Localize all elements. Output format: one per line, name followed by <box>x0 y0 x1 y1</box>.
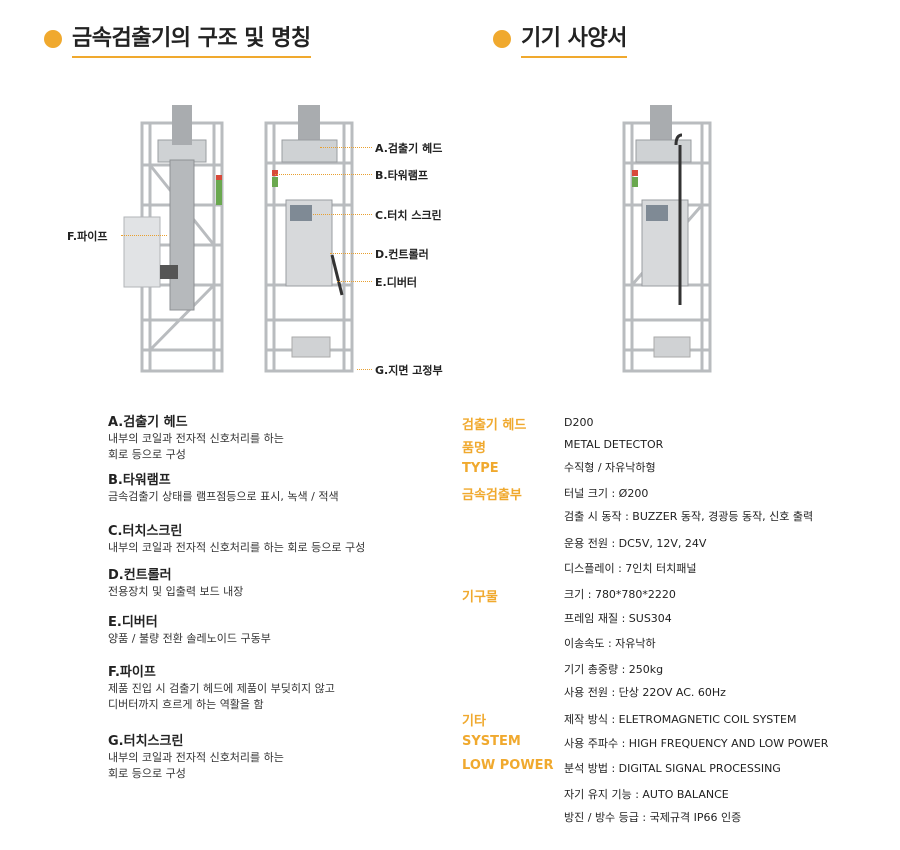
structure-section-header: 금속검출기의 구조 및 명칭 <box>44 20 311 58</box>
spec-value-display: 디스플레이 : 7인치 터치패널 <box>564 562 697 575</box>
part-title: E.디버터 <box>108 615 158 630</box>
part-item: E.디버터 양품 / 불량 전환 솔레노이드 구동부 <box>108 614 271 647</box>
spec-value-tunnel: 터널 크기 : Ø200 <box>564 487 649 500</box>
spec-label-low-power: LOW POWER <box>462 758 554 773</box>
part-desc: 제품 진입 시 검출기 헤드에 제품이 부딪히지 않고 <box>108 682 335 695</box>
spec-value-operating-power: 운용 전원 : DC5V, 12V, 24V <box>564 537 707 550</box>
callout-tower-lamp: B.타워램프 <box>275 167 428 183</box>
part-title: C.터치스크린 <box>108 524 183 539</box>
callout-line <box>330 253 372 254</box>
part-item: B.타워램프 금속검출기 상태를 램프점등으로 표시, 녹색 / 적색 <box>108 472 339 505</box>
part-desc: 금속검출기 상태를 램프점등으로 표시, 녹색 / 적색 <box>108 490 339 503</box>
part-item: D.컨트롤러 전용장치 및 입출력 보드 내장 <box>108 567 243 600</box>
spec-value-balance: 자기 유지 기능 : AUTO BALANCE <box>564 788 729 801</box>
spec-value-speed: 이송속도 : 자유낙하 <box>564 637 656 650</box>
spec-label-name: 품명 <box>462 441 486 456</box>
spec-value-method: 제작 방식 : ELETROMAGNETIC COIL SYSTEM <box>564 713 797 726</box>
spec-label-detector-section: 금속검출부 <box>462 488 522 503</box>
part-item: F.파이프 제품 진입 시 검출기 헤드에 제품이 부딪히지 않고 디버터까지 … <box>108 664 335 713</box>
callout-ground-mount: G.지면 고정부 <box>357 362 443 378</box>
structure-title: 금속검출기의 구조 및 명칭 <box>72 20 311 58</box>
part-desc: 회로 등으로 구성 <box>108 448 186 461</box>
part-title: B.타워램프 <box>108 473 171 488</box>
part-desc: 내부의 코일과 전자적 신호처리를 하는 <box>108 432 284 445</box>
spec-label-type: TYPE <box>462 461 499 476</box>
part-desc: 내부의 코일과 전자적 신호처리를 하는 <box>108 751 284 764</box>
part-item: C.터치스크린 내부의 코일과 전자적 신호처리를 하는 회로 등으로 구성 <box>108 523 365 556</box>
part-title: D.컨트롤러 <box>108 568 172 583</box>
part-item: G.터치스크린 내부의 코일과 전자적 신호처리를 하는 회로 등으로 구성 <box>108 733 284 782</box>
spec-label-system: SYSTEM <box>462 734 521 749</box>
spec-label-mechanism: 기구물 <box>462 590 498 605</box>
machine-side-view-image <box>123 105 224 373</box>
spec-label-head: 검출기 헤드 <box>462 418 527 433</box>
spec-value-frequency: 사용 주파수 : HIGH FREQUENCY AND LOW POWER <box>564 737 829 750</box>
spec-label-etc: 기타 <box>462 714 486 729</box>
callout-controller: D.컨트롤러 <box>330 246 429 262</box>
callout-touch-screen: C.터치 스크린 <box>313 207 442 223</box>
callout-line <box>313 214 372 215</box>
callout-line <box>337 281 372 282</box>
spec-value-weight: 기기 총중량 : 250kg <box>564 663 664 676</box>
part-title: F.파이프 <box>108 665 156 680</box>
spec-value-use-power: 사용 전원 : 단상 22OV AC. 60Hz <box>564 686 726 699</box>
spec-value-type: 수직형 / 자유낙하형 <box>564 461 656 474</box>
callout-line <box>275 174 372 175</box>
bullet-dot-icon <box>44 30 62 48</box>
callout-line <box>357 369 372 370</box>
spec-title: 기기 사양서 <box>521 20 627 58</box>
callout-pipe: F.파이프 <box>67 228 167 244</box>
spec-value-detect-action: 검출 시 동작 : BUZZER 동작, 경광등 동작, 신호 출력 <box>564 510 814 523</box>
spec-value-frame: 프레임 재질 : SUS304 <box>564 612 672 625</box>
part-title: G.터치스크린 <box>108 734 184 749</box>
machine-front-view-image <box>264 105 354 373</box>
spec-value-ip-rating: 방진 / 방수 등급 : 국제규격 IP66 인증 <box>564 811 742 824</box>
spec-value-analysis: 분석 방법 : DIGITAL SIGNAL PROCESSING <box>564 762 781 775</box>
callout-diverter: E.디버터 <box>337 274 417 290</box>
callout-line <box>320 147 372 148</box>
spec-value-size: 크기 : 780*780*2220 <box>564 588 676 601</box>
spec-value-model: D200 <box>564 416 594 429</box>
part-desc: 전용장치 및 입출력 보드 내장 <box>108 585 244 598</box>
spec-section-header: 기기 사양서 <box>493 20 627 58</box>
part-title: A.검출기 헤드 <box>108 415 188 430</box>
callout-detector-head: A.검출기 헤드 <box>320 140 442 156</box>
machine-spec-image <box>622 105 712 373</box>
part-desc: 디버터까지 흐르게 하는 역활을 함 <box>108 698 264 711</box>
part-desc: 회로 등으로 구성 <box>108 767 186 780</box>
callout-line <box>121 235 167 236</box>
part-desc: 내부의 코일과 전자적 신호처리를 하는 회로 등으로 구성 <box>108 541 366 554</box>
part-item: A.검출기 헤드 내부의 코일과 전자적 신호처리를 하는 회로 등으로 구성 <box>108 414 284 463</box>
bullet-dot-icon <box>493 30 511 48</box>
spec-value-product: METAL DETECTOR <box>564 438 664 451</box>
part-desc: 양품 / 불량 전환 솔레노이드 구동부 <box>108 632 271 645</box>
